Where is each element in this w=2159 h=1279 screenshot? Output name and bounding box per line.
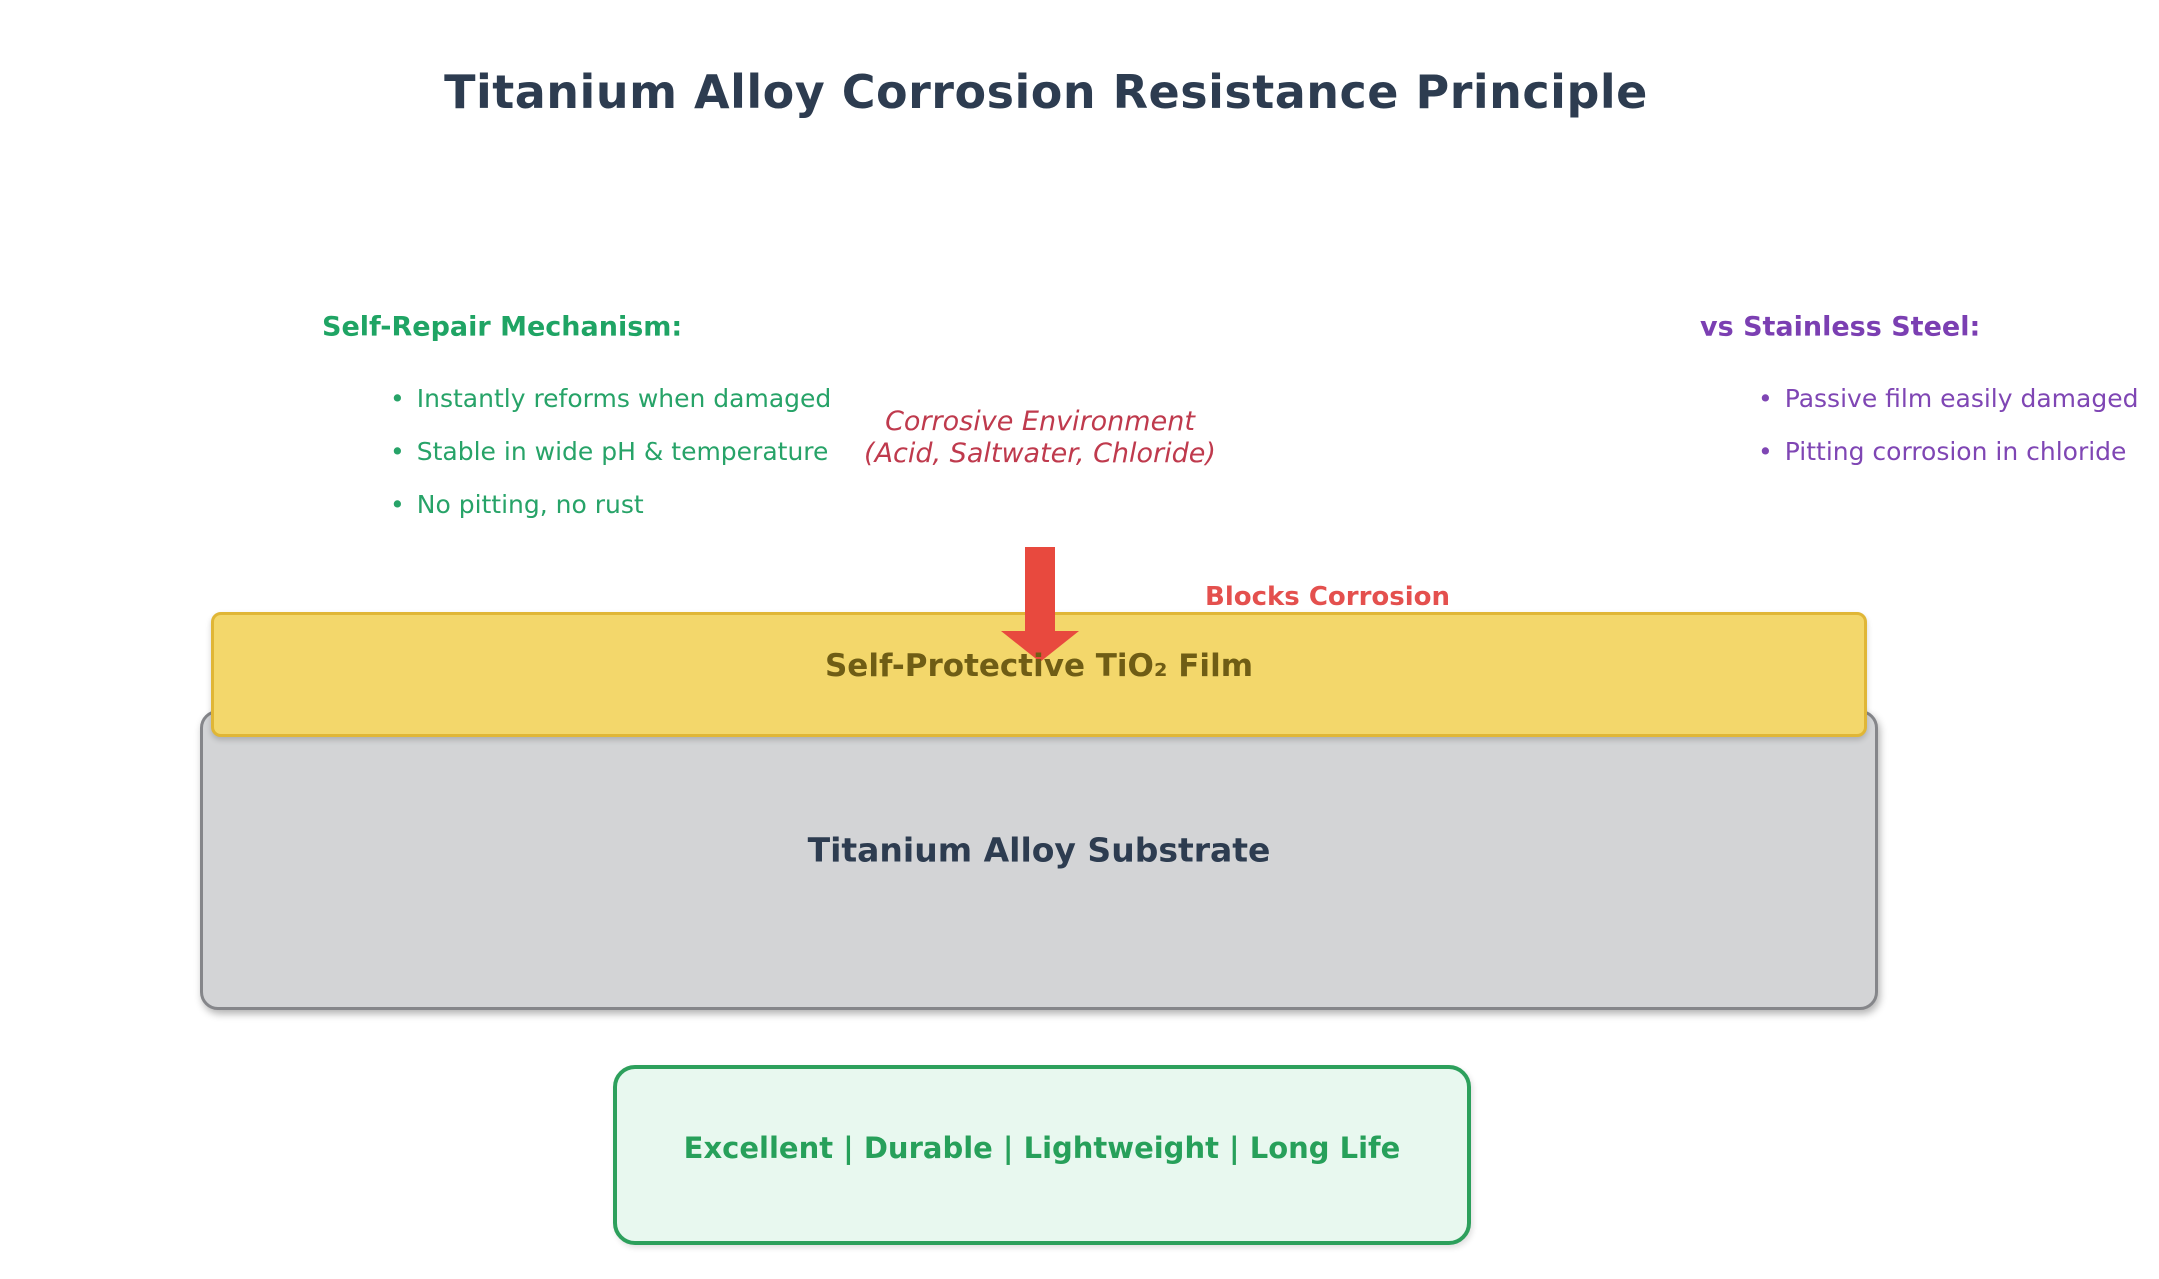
corrosive-environment-line2: (Acid, Saltwater, Chloride) [864,438,1216,469]
list-item: • No pitting, no rust [390,478,831,531]
tio2-film-label: Self-Protective TiO₂ Film [824,648,1253,684]
bullet-icon: • [390,437,405,466]
list-item: • Passive film easily damaged [1758,372,2138,425]
list-item-label: Stable in wide pH & temperature [416,437,829,466]
bullet-icon: • [390,384,405,413]
list-item: • Instantly reforms when damaged [390,372,831,425]
substrate-label: Titanium Alloy Substrate [807,830,1271,870]
down-arrow-head-icon [1001,631,1079,662]
vs-stainless-list: • Passive film easily damaged • Pitting … [1758,372,2138,478]
self-repair-list: • Instantly reforms when damaged • Stabl… [390,372,831,531]
vs-stainless-heading: vs Stainless Steel: [1700,311,1981,343]
page-title: Titanium Alloy Corrosion Resistance Prin… [444,65,1648,119]
bullet-icon: • [1758,384,1773,413]
blocks-corrosion-label: Blocks Corrosion [1205,582,1451,612]
list-item-label: Instantly reforms when damaged [416,384,832,413]
bullet-icon: • [390,490,405,519]
list-item: • Stable in wide pH & temperature [390,425,831,478]
list-item-label: Passive film easily damaged [1784,384,2139,413]
down-arrow-icon [1025,547,1055,633]
summary-label: Excellent | Durable | Lightweight | Long… [683,1131,1401,1165]
corrosive-environment-label: Corrosive Environment (Acid, Saltwater, … [740,406,1340,470]
bullet-icon: • [1758,437,1773,466]
summary-box [613,1065,1471,1245]
list-item: • Pitting corrosion in chloride [1758,425,2138,478]
corrosive-environment-line1: Corrosive Environment [885,406,1195,437]
list-item-label: No pitting, no rust [416,490,644,519]
self-repair-heading: Self-Repair Mechanism: [322,311,683,343]
list-item-label: Pitting corrosion in chloride [1784,437,2127,466]
